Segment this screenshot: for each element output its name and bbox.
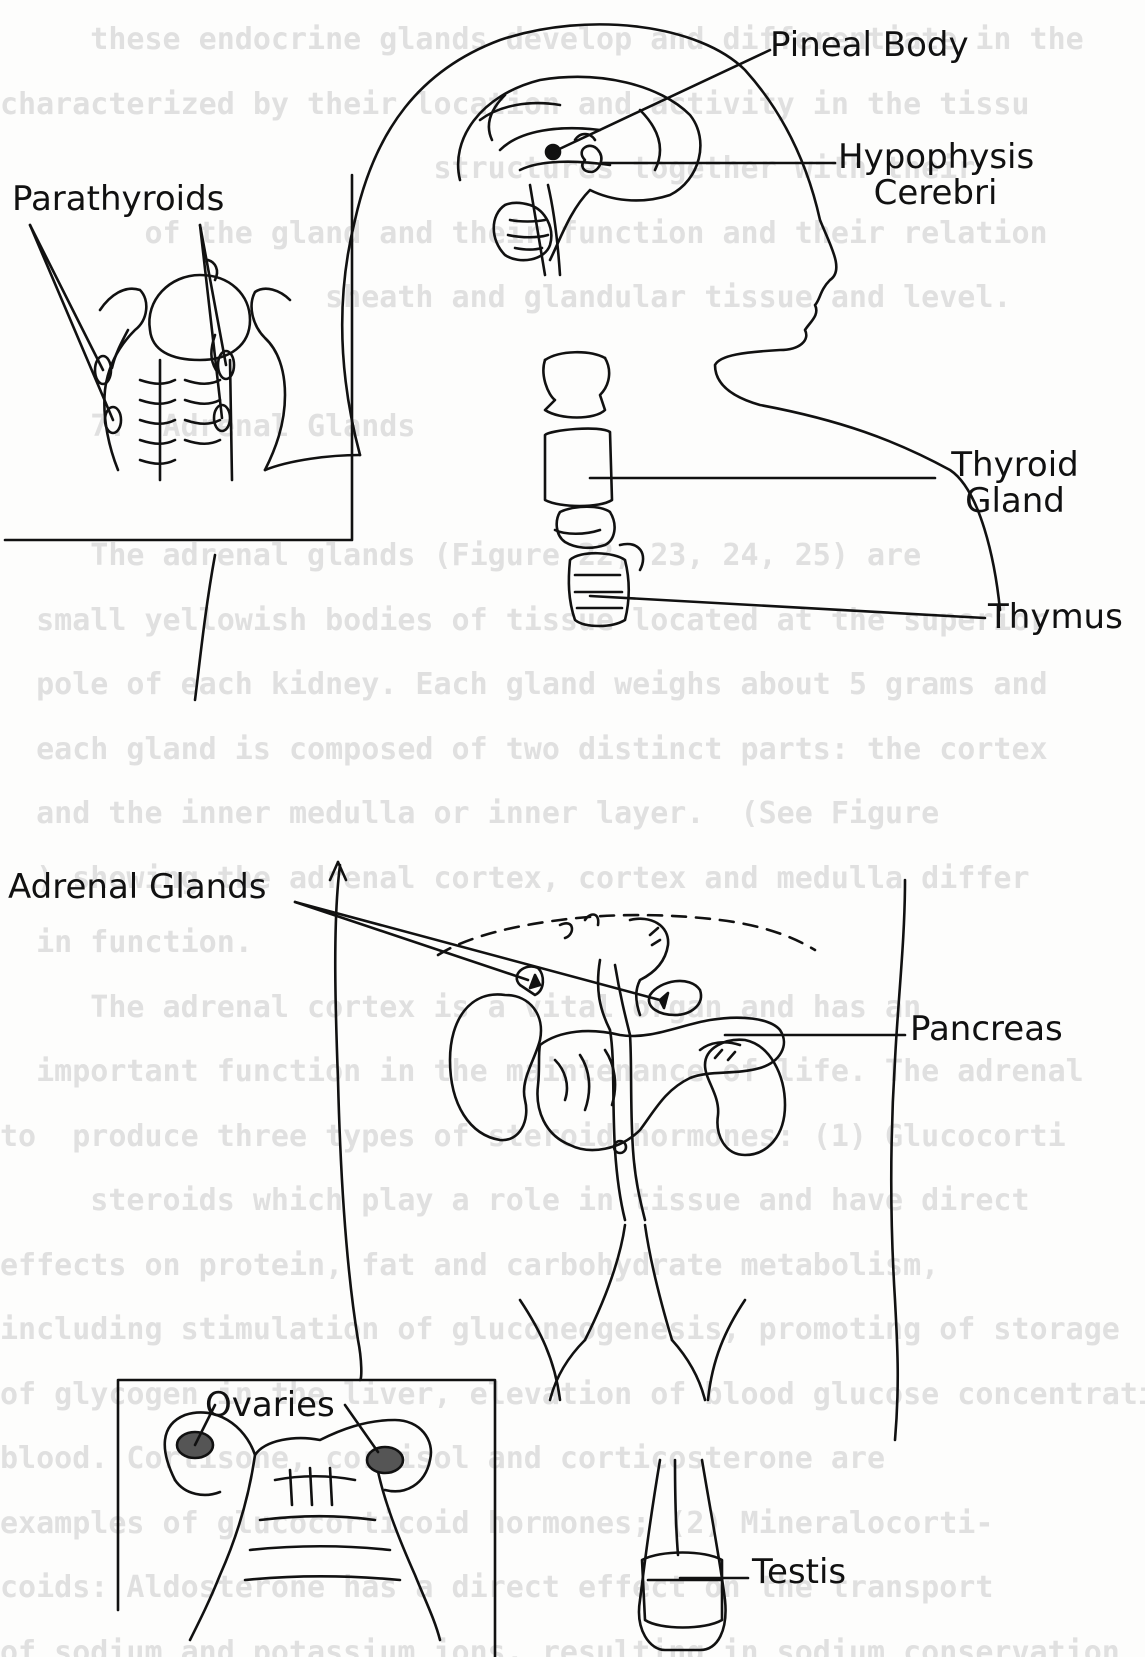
parathyroids-label: Parathyroids <box>12 182 224 218</box>
head-outline <box>342 24 1000 610</box>
pineal-leader <box>553 50 770 152</box>
larynx <box>543 358 609 418</box>
torso-right-outline <box>891 880 905 1440</box>
pineal-body-label: Pineal Body <box>770 28 969 64</box>
testis-shape <box>642 1553 722 1628</box>
diaphragm-dashed <box>438 915 815 955</box>
thyroid-line2: Gland <box>935 484 1095 520</box>
kidney-left <box>450 994 541 1140</box>
ovaries-label: Ovaries <box>205 1388 335 1424</box>
parathyroid-leader <box>30 225 103 370</box>
testis-label: Testis <box>752 1555 846 1591</box>
hypophysis-shape <box>582 146 602 172</box>
thymus-gland <box>569 553 629 626</box>
hypophysis-cerebri-label: Hypophysis Cerebri <box>838 140 1033 211</box>
shoulder-left-outline <box>195 555 215 700</box>
torso-left-outline <box>335 865 361 1380</box>
hypophysis-line1: Hypophysis <box>838 140 1033 176</box>
pancreas-label: Pancreas <box>910 1012 1063 1048</box>
thymus-label: Thymus <box>988 600 1123 636</box>
parathyroid-leader <box>30 225 113 420</box>
adrenal-glands-label: Adrenal Glands <box>8 870 267 906</box>
pancreas <box>537 1018 783 1150</box>
hypophysis-line2: Cerebri <box>838 176 1033 212</box>
ovary-right <box>367 1447 403 1473</box>
adrenal-leader <box>295 902 528 980</box>
thyroid-cartilage <box>545 429 612 506</box>
back-neck-outline <box>265 455 360 470</box>
thymus-leader <box>590 596 985 618</box>
thyroid-gland <box>557 507 615 548</box>
thyroid-line1: Thyroid <box>935 448 1095 484</box>
thyroid-gland-label: Thyroid Gland <box>935 448 1095 519</box>
cerebellum <box>494 203 552 260</box>
